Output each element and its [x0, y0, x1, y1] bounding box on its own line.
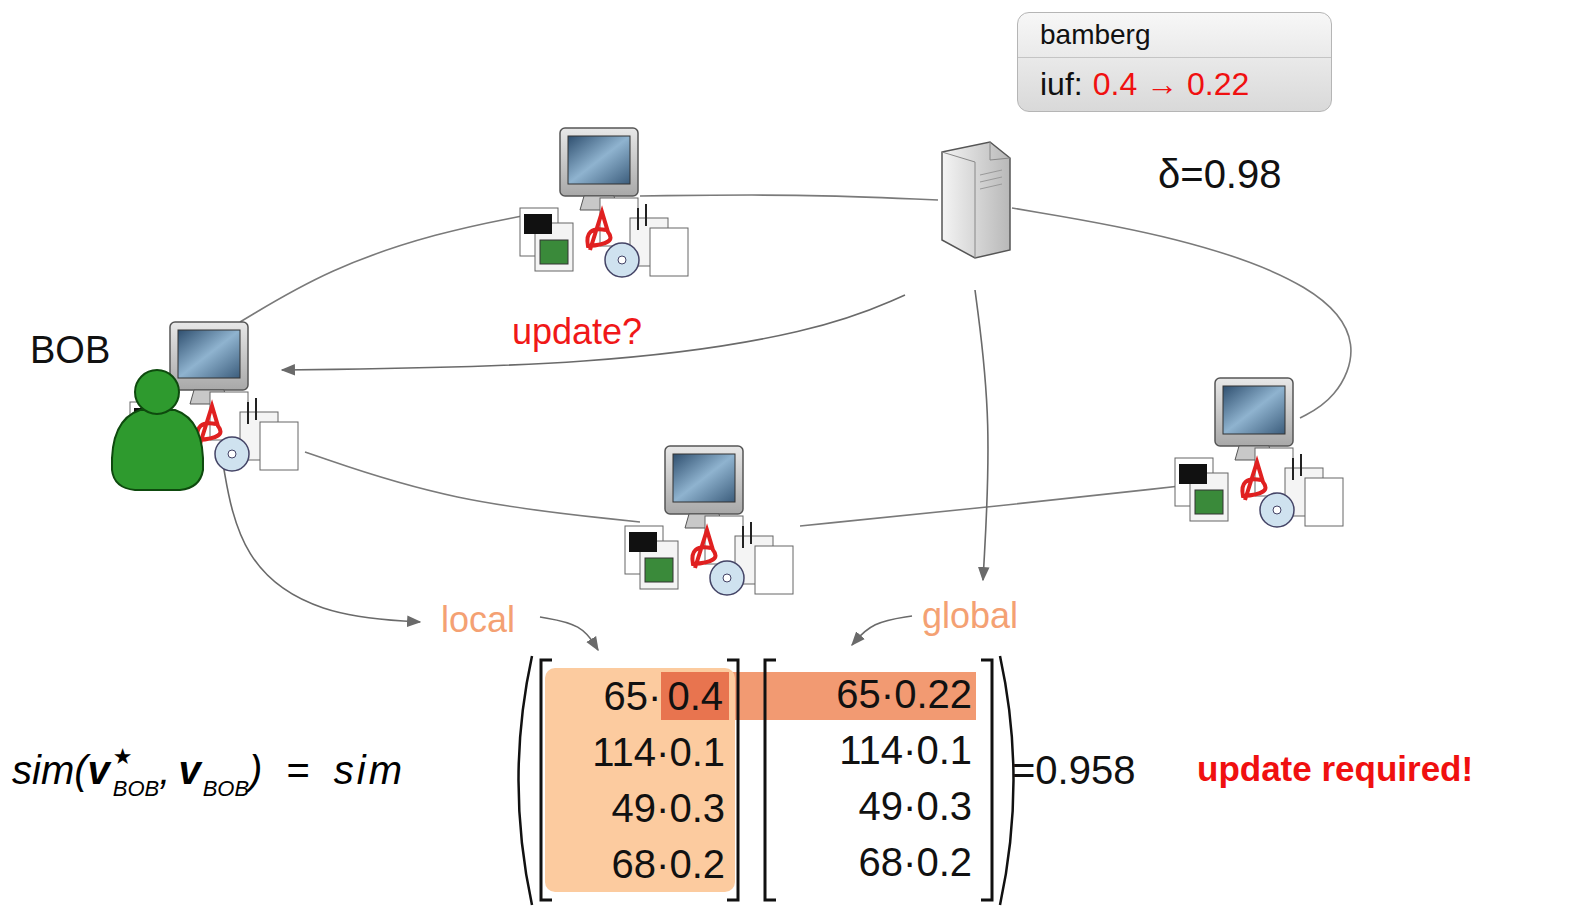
formula-part: ,	[159, 748, 170, 792]
leader-arrow	[852, 616, 912, 645]
global-cell: 68·0.2	[770, 836, 972, 888]
global-cell: 49·0.3	[770, 780, 972, 832]
formula-part: sim	[334, 748, 405, 792]
node-text: bamberg	[1040, 19, 1151, 50]
node-text: 0.4 → 0.22	[1093, 66, 1250, 102]
formula-part: ★	[113, 744, 133, 769]
local-vector: 65·0.4 114·0.1 49·0.3 68·0.2	[545, 668, 735, 892]
ring-link	[305, 452, 640, 522]
vector-brackets	[519, 656, 1014, 905]
text-row: bamberg	[1018, 13, 1331, 58]
arrow-label: global	[922, 596, 1018, 636]
peer-computer	[520, 128, 688, 277]
ring-link	[800, 486, 1180, 526]
node-text: 114·0.1	[592, 730, 725, 774]
formula-part: BOB	[203, 776, 249, 801]
leader-arrow	[222, 458, 420, 622]
ring-link	[1012, 208, 1351, 418]
peer-name: BOB	[30, 330, 110, 372]
ring-link	[640, 195, 938, 200]
result-value: =0.958	[1012, 748, 1135, 792]
server-icon	[942, 142, 1010, 258]
formula-part: )	[249, 748, 262, 792]
formula-part: v	[88, 748, 111, 792]
node-text: iuf:	[1040, 66, 1083, 102]
formula: sim(v★BOB,vBOB)=sim	[12, 748, 405, 792]
formula-part: sim(	[12, 748, 88, 792]
arrow-label: update?	[512, 312, 642, 352]
ring-link	[240, 216, 522, 322]
text-row: 114·0.1	[545, 724, 735, 780]
global-cell: 65·0.22	[770, 668, 972, 720]
leader-arrow	[282, 295, 905, 370]
arrow-label: local	[441, 600, 515, 640]
status-note: update required!	[1197, 750, 1473, 789]
formula-part: =	[286, 748, 309, 792]
text-row: 65·0.4	[545, 668, 735, 724]
formula-part: v	[178, 748, 200, 792]
node-text: 0.4	[661, 672, 729, 720]
global-cell: 114·0.1	[770, 724, 972, 776]
node-text: 65·	[604, 674, 662, 718]
node-text: 68·0.2	[612, 842, 725, 886]
text-row: 68·0.2	[545, 836, 735, 892]
leader-arrow	[540, 617, 598, 650]
text-row: 49·0.3	[545, 780, 735, 836]
user-figure	[112, 370, 203, 490]
leader-arrow	[975, 290, 988, 580]
text-row: iuf: 0.4 → 0.22	[1018, 58, 1331, 111]
node-text: 49·0.3	[612, 786, 725, 830]
term-box: bamberg iuf: 0.4 → 0.22	[1017, 12, 1332, 112]
parameter: δ=0.98	[1158, 152, 1281, 196]
peer-computer	[1175, 378, 1343, 527]
peer-computer	[625, 446, 793, 595]
formula-part: BOB	[113, 776, 159, 801]
